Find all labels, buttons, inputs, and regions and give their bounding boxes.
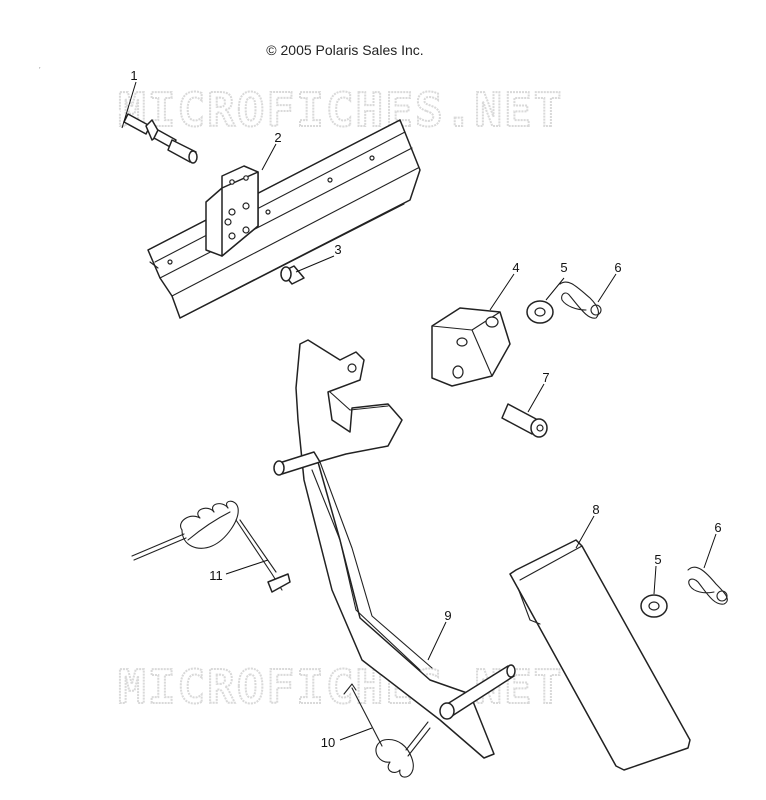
watermark-top: MICROFICHES.NET [118, 83, 563, 137]
part-1-cable-rod [39, 67, 198, 164]
part-5-washer-top [526, 300, 554, 324]
callout-10: 10 [321, 735, 335, 750]
callout-6-top: 6 [614, 260, 621, 275]
callout-6-bottom: 6 [714, 520, 721, 535]
part-11-torsion-spring [131, 500, 291, 593]
part-6-clip-bottom [687, 566, 728, 605]
copyright-notice: © 2005 Polaris Sales Inc. [266, 42, 424, 58]
part-6-clip-top [559, 281, 602, 319]
part-9-pedal-arm [273, 339, 516, 759]
callout-11: 11 [209, 568, 223, 583]
callout-7: 7 [542, 370, 549, 385]
callout-4: 4 [512, 260, 519, 275]
part-3-bolt [280, 265, 305, 285]
callout-labels: 1 2 3 4 5 6 7 8 6 5 9 11 10 [130, 68, 721, 750]
callout-3: 3 [334, 242, 341, 257]
part-7-bolt [501, 403, 548, 438]
part-10-torsion-spring [343, 683, 431, 778]
callout-1: 1 [130, 68, 137, 83]
part-2-frame-bracket [147, 119, 421, 319]
part-4-mount-block [431, 307, 511, 387]
callout-9: 9 [444, 608, 451, 623]
callout-5-top: 5 [560, 260, 567, 275]
callout-8: 8 [592, 502, 599, 517]
part-8-pedal-pad [509, 539, 691, 771]
callout-leaders [121, 81, 717, 741]
callout-5-bottom: 5 [654, 552, 661, 567]
part-5-washer-bottom [640, 594, 668, 618]
callout-2: 2 [274, 130, 281, 145]
